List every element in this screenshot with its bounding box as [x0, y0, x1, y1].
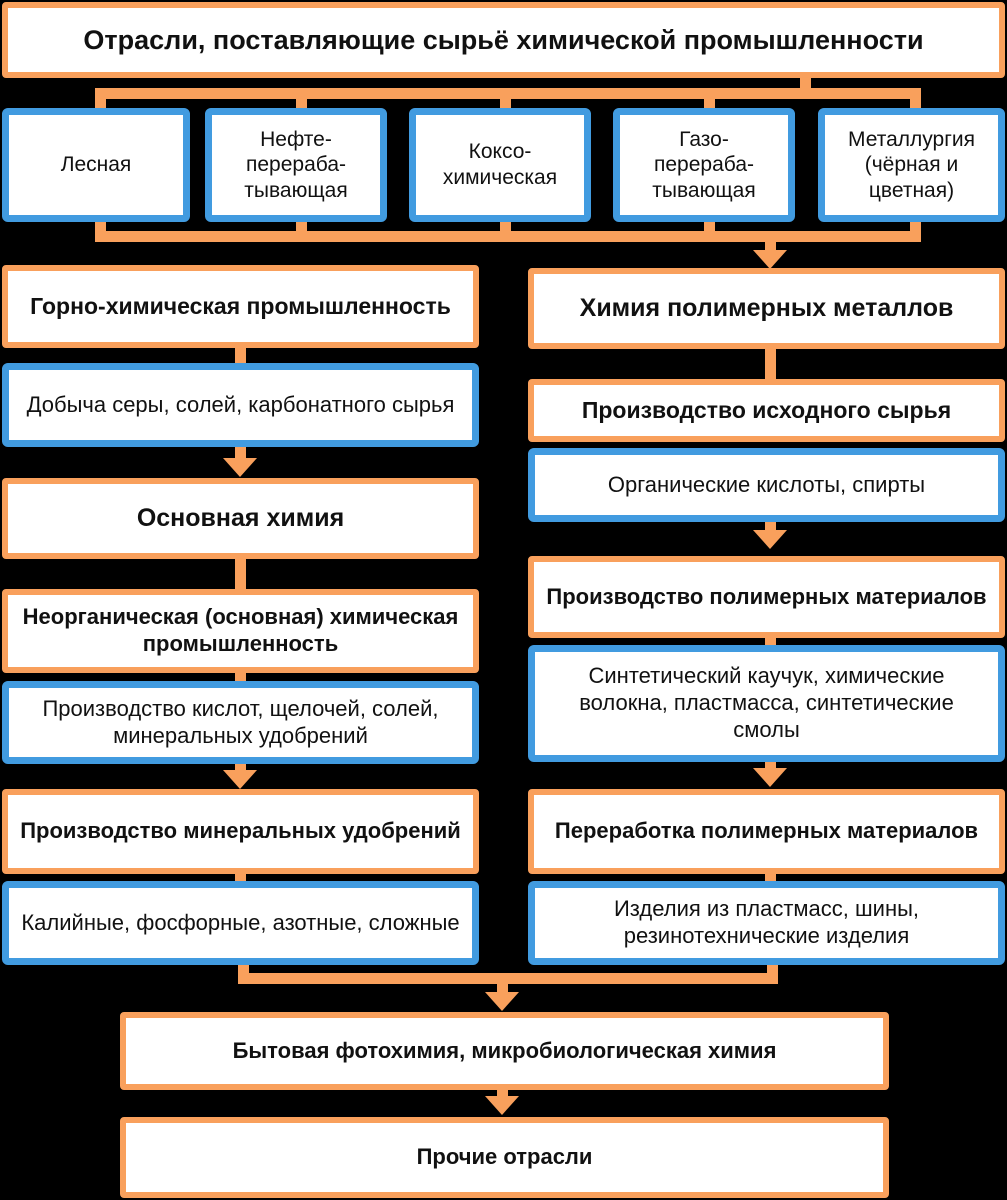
- left-box-inorganic-chemical-industry: Неорганическая (основная) химическая про…: [2, 589, 479, 673]
- connector-merge-bar: [238, 973, 778, 984]
- right-label-6: Переработка полимерных материалов: [554, 818, 979, 844]
- connector-drop-supplier-5: [910, 88, 921, 112]
- connector-right-1-2: [765, 348, 776, 380]
- supplier-box-gazopererabatyvayushchaya: Газо- перераба- тывающая: [613, 108, 795, 222]
- left-label-4: Неорганическая (основная) химическая про…: [22, 604, 459, 656]
- arrow-to-other-industries: [485, 1096, 519, 1115]
- connector-riser-supplier-1: [95, 220, 106, 240]
- connector-left-5-6-stem: [235, 763, 246, 773]
- connector-to-polymer-stem: [765, 242, 776, 254]
- left-box-mineral-fertilizers-production: Производство минеральных удобрений: [2, 789, 479, 874]
- footer-label-2: Прочие отрасли: [416, 1144, 593, 1170]
- right-box-organic-acids-alcohols: Органические кислоты, спирты: [528, 448, 1005, 522]
- connector-riser-supplier-3: [500, 220, 511, 240]
- arrow-left-to-basic-chemistry: [223, 458, 257, 477]
- connector-drop-supplier-2: [296, 88, 307, 112]
- connector-right-3-4-stem: [765, 521, 776, 533]
- left-label-2: Добыча серы, солей, карбонатного сырья: [26, 391, 455, 417]
- supplier-box-metallurgiya: Металлургия (чёрная и цветная): [818, 108, 1005, 222]
- connector-riser-supplier-2: [296, 220, 307, 240]
- right-box-synthetic-rubber-fibers: Синтетический каучук, химические волокна…: [528, 645, 1005, 762]
- left-label-3: Основная химия: [136, 504, 345, 533]
- arrow-to-household-photochemistry: [485, 992, 519, 1011]
- left-label-6: Производство минеральных удобрений: [20, 818, 461, 844]
- arrow-left-to-mineral-fertilizers: [223, 770, 257, 789]
- connector-riser-supplier-4: [704, 220, 715, 240]
- supplier-label-5: Металлургия (чёрная и цветная): [848, 127, 975, 202]
- connector-left-2-3-stem: [235, 446, 246, 461]
- footer-box-other-industries: Прочие отрасли: [120, 1117, 889, 1198]
- connector-suppliers-bottom-bar: [95, 231, 921, 242]
- right-box-raw-material-production: Производство исходного сырья: [528, 379, 1005, 442]
- right-box-polymer-chemistry: Химия полимерных металлов: [528, 268, 1005, 349]
- left-box-basic-chemistry: Основная химия: [2, 478, 479, 559]
- supplier-label-3: Коксо- химическая: [442, 140, 558, 189]
- connector-right-6-7: [765, 872, 776, 883]
- connector-left-3-4: [235, 558, 246, 590]
- title-box: Отрасли, поставляющие сырьё химической п…: [2, 2, 1005, 78]
- arrow-right-to-polymer-processing: [753, 768, 787, 787]
- connector-title-stem: [800, 78, 811, 92]
- connector-left-6-7: [235, 872, 246, 883]
- connector-drop-supplier-1: [95, 88, 106, 112]
- right-label-7: Изделия из пластмасс, шины, резинотехнич…: [613, 896, 920, 948]
- left-box-mining-chemical-industry: Горно-химическая промышленность: [2, 265, 479, 348]
- title-label: Отрасли, поставляющие сырьё химической п…: [83, 24, 924, 55]
- right-box-polymer-materials-production: Производство полимерных материалов: [528, 556, 1005, 638]
- arrow-right-to-polymer-materials: [753, 530, 787, 549]
- supplier-label-1: Лесная: [60, 153, 132, 177]
- footer-box-household-photochemistry: Бытовая фотохимия, микробиологическая хи…: [120, 1012, 889, 1090]
- connector-drop-supplier-3: [500, 88, 511, 112]
- supplier-box-neftepererabatyvayushchaya: Нефте- перераба- тывающая: [205, 108, 387, 222]
- connector-footer-1-2-stem: [497, 1089, 508, 1098]
- connector-riser-supplier-5: [910, 220, 921, 240]
- right-box-polymer-materials-processing: Переработка полимерных материалов: [528, 789, 1005, 874]
- supplier-box-koksokhimicheskaya: Коксо- химическая: [409, 108, 591, 222]
- right-label-4: Производство полимерных материалов: [546, 583, 987, 609]
- connector-left-4-5: [235, 671, 246, 683]
- right-label-1: Химия полимерных металлов: [579, 294, 954, 323]
- connector-right-5-6-stem: [765, 761, 776, 771]
- footer-label-1: Бытовая фотохимия, микробиологическая хи…: [232, 1037, 777, 1063]
- left-box-acids-alkalis-production: Производство кислот, щелочей, солей, мин…: [2, 681, 479, 764]
- connector-right-4-5: [765, 636, 776, 647]
- supplier-label-4: Газо- перераба- тывающая: [652, 127, 756, 202]
- left-box-sulfur-salt-extraction: Добыча серы, солей, карбонатного сырья: [2, 363, 479, 447]
- right-label-3: Органические кислоты, спирты: [607, 471, 926, 497]
- left-label-1: Горно-химическая промышленность: [30, 293, 451, 320]
- left-box-fertilizer-types: Калийные, фосфорные, азотные, сложные: [2, 881, 479, 965]
- right-label-2: Производство исходного сырья: [581, 397, 952, 424]
- supplier-box-lesnaya: Лесная: [2, 108, 190, 222]
- arrow-to-polymer-chemistry: [753, 250, 787, 269]
- connector-left-1-2: [235, 347, 246, 365]
- connector-drop-supplier-4: [704, 88, 715, 112]
- right-label-5: Синтетический каучук, химические волокна…: [579, 663, 954, 742]
- right-box-plastic-products-tires: Изделия из пластмасс, шины, резинотехнич…: [528, 881, 1005, 965]
- left-label-7: Калийные, фосфорные, азотные, сложные: [21, 909, 460, 935]
- connector-merge-stem: [497, 983, 508, 995]
- left-label-5: Производство кислот, щелочей, солей, мин…: [42, 695, 439, 748]
- supplier-label-2: Нефте- перераба- тывающая: [244, 127, 348, 202]
